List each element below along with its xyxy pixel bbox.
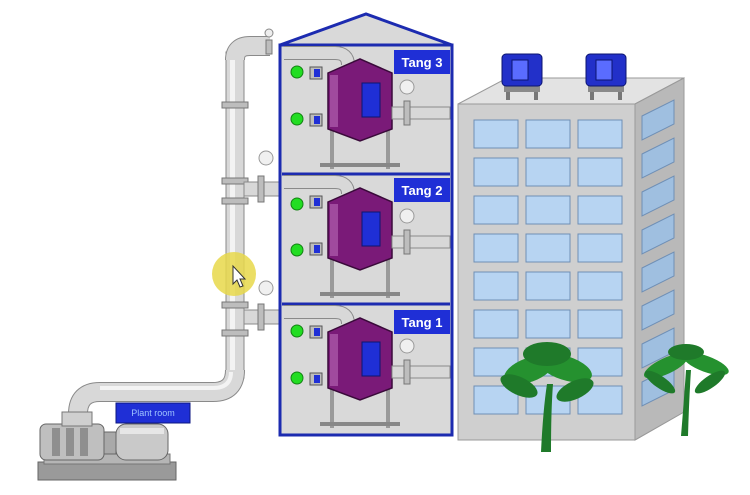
floor-1-indicators xyxy=(290,324,304,385)
building-window xyxy=(525,309,571,339)
outlet-pipe xyxy=(391,365,451,379)
building-window xyxy=(525,195,571,225)
tank-body xyxy=(327,58,393,142)
tank-level-window xyxy=(361,211,381,247)
floor-branch-pipes xyxy=(243,150,285,331)
tank-leg xyxy=(330,129,334,169)
floor-label-tang-1: Tang 1 xyxy=(394,310,450,334)
building-window xyxy=(577,119,623,149)
palm-tree-icon xyxy=(643,344,729,436)
building-window xyxy=(525,271,571,301)
riser-pipe xyxy=(68,28,274,430)
svg-text:Tang 1: Tang 1 xyxy=(402,315,443,330)
building-window xyxy=(577,157,623,187)
mouse-cursor-icon xyxy=(212,252,256,296)
tank-leg xyxy=(330,258,334,298)
gauge-icon xyxy=(399,338,415,354)
floor-label-tang-3: Tang 3 xyxy=(394,50,450,74)
building-window xyxy=(577,233,623,263)
apartment-building xyxy=(457,77,685,441)
svg-text:Tang 2: Tang 2 xyxy=(402,183,443,198)
floor-2-indicators xyxy=(290,197,304,257)
roof-water-tank-icon[interactable] xyxy=(585,53,627,100)
gauge-icon xyxy=(399,208,415,224)
tank-level-window xyxy=(361,82,381,118)
building-window xyxy=(641,137,675,179)
building-window xyxy=(641,213,675,255)
indicator-light xyxy=(290,243,304,257)
tank-floor-2[interactable] xyxy=(284,175,451,298)
tank-base xyxy=(320,422,400,426)
indicator-light xyxy=(290,197,304,211)
building-window xyxy=(473,195,519,225)
palm-tree-icon xyxy=(500,342,594,452)
indicator-light xyxy=(290,112,304,126)
tank-leg xyxy=(330,388,334,428)
tank-base xyxy=(320,292,400,296)
outlet-pipe xyxy=(391,106,451,120)
pump-motor-icon[interactable] xyxy=(37,411,177,481)
svg-text:Tang 3: Tang 3 xyxy=(402,55,443,70)
floor-3-indicators xyxy=(290,65,304,126)
building-window xyxy=(473,271,519,301)
building-window xyxy=(473,233,519,263)
building-window xyxy=(525,119,571,149)
building-window xyxy=(641,251,675,293)
tank-floor-1[interactable] xyxy=(284,305,451,428)
indicator-light xyxy=(290,65,304,79)
tank-body xyxy=(327,187,393,271)
tank-leg xyxy=(386,258,390,298)
building-window xyxy=(473,157,519,187)
floor-label-tang-2: Tang 2 xyxy=(394,178,450,202)
pump-label-box: Plant room xyxy=(115,402,191,424)
tank-leg xyxy=(386,388,390,428)
building-window xyxy=(641,289,675,331)
roof-water-tank-icon[interactable] xyxy=(501,53,543,100)
building-window xyxy=(577,195,623,225)
building-window xyxy=(641,99,675,141)
building-window xyxy=(473,119,519,149)
tank-base xyxy=(320,163,400,167)
building-window xyxy=(525,233,571,263)
outlet-pipe xyxy=(391,235,451,249)
indicator-light xyxy=(290,324,304,338)
tank-floor-3[interactable] xyxy=(284,46,451,169)
tank-level-window xyxy=(361,341,381,377)
tank-body xyxy=(327,317,393,401)
building-window xyxy=(641,175,675,217)
tank-leg xyxy=(386,129,390,169)
building-window xyxy=(577,271,623,301)
indicator-light xyxy=(290,371,304,385)
building-window xyxy=(525,157,571,187)
pump-label: Plant room xyxy=(131,408,175,418)
building-window xyxy=(577,309,623,339)
gauge-icon xyxy=(399,79,415,95)
building-window xyxy=(473,309,519,339)
